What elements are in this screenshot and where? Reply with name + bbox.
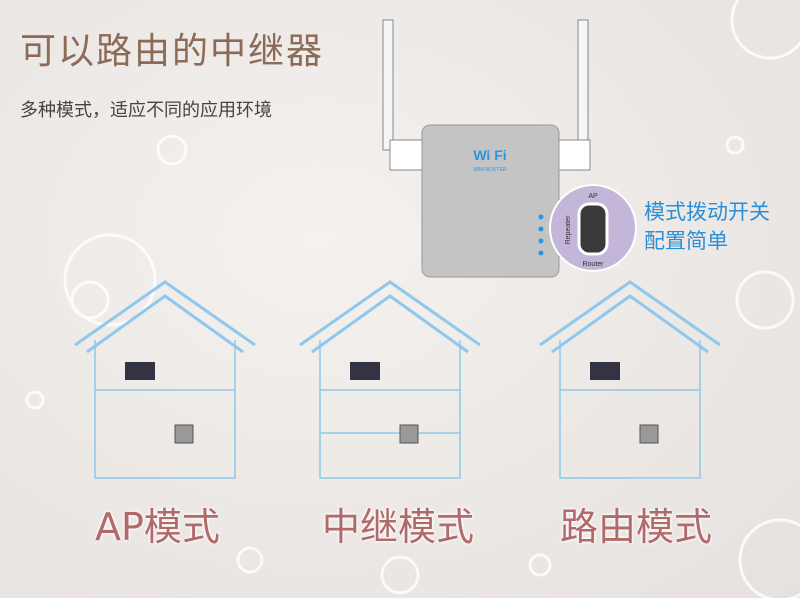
- switch-label-ap: AP: [588, 193, 598, 200]
- laptop-icon: [125, 362, 155, 380]
- subtitle: 多种模式，适应不同的应用环境: [20, 100, 272, 121]
- switch-note-line: 模式拨动开关: [644, 200, 770, 224]
- router-device: Wi Fi MINI ROUTER: [382, 19, 637, 278]
- laptop-icon: [590, 362, 620, 380]
- laptop-icon: [350, 362, 380, 380]
- house-0: [74, 280, 256, 479]
- house-1: [299, 280, 481, 479]
- switch-note: 模式拨动开关 配置简单: [644, 198, 770, 256]
- houses: [74, 280, 721, 479]
- mode-label-ap: AP模式: [95, 505, 220, 549]
- switch-note-line: 配置简单: [644, 229, 728, 253]
- mode-label-router: 路由模式: [560, 505, 713, 549]
- switch-label-repeater: Repeater: [565, 215, 572, 244]
- mode-label-repeater: 中继模式: [322, 505, 475, 549]
- repeater-icon: [639, 424, 659, 444]
- house-2: [539, 280, 721, 479]
- device-model: MINI ROUTER: [473, 167, 506, 173]
- status-leds: [538, 214, 544, 256]
- switch-label-router: Router: [582, 261, 604, 268]
- decor-circles: [25, 0, 800, 598]
- repeater-icon: [399, 424, 419, 444]
- repeater-icon: [174, 424, 194, 444]
- page-title: 可以路由的中继器: [20, 31, 325, 72]
- wifi-brand: Wi Fi: [473, 147, 506, 163]
- switch-labels: AP Router Repeater: [565, 193, 604, 268]
- mode-switch: [577, 202, 609, 256]
